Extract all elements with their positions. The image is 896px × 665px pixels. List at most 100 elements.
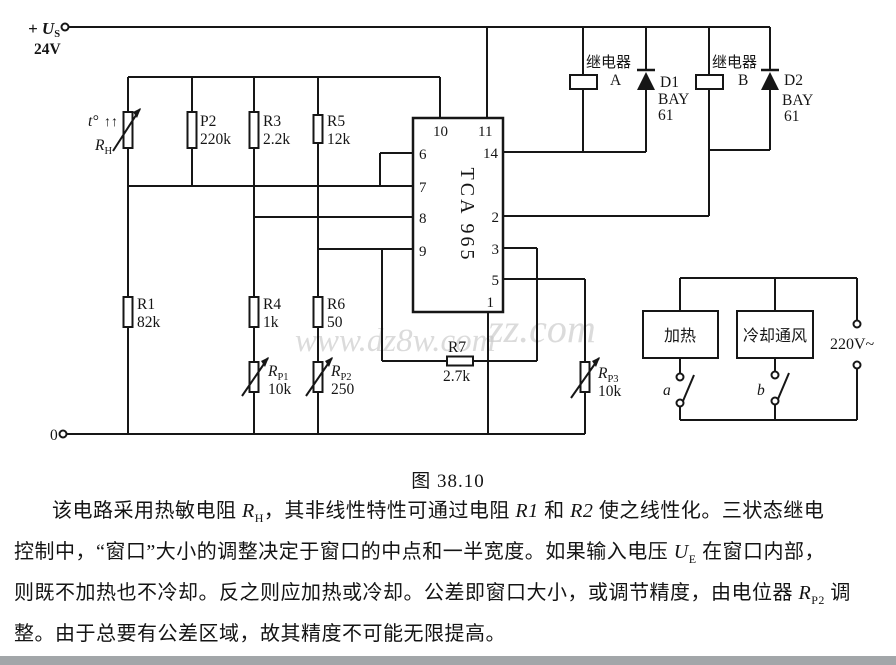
resistor-r7-body [446, 355, 474, 367]
heater-label: 加热 [664, 327, 696, 345]
diode-d1-symbol [637, 68, 655, 90]
pin9-label: 9 [419, 244, 427, 260]
switch-a-blade [682, 374, 695, 402]
r4-label: R4 [263, 296, 281, 313]
pin2-label: 2 [492, 210, 500, 226]
d2-type1: BAY [782, 92, 813, 109]
ic-pin-labels: 10 11 6 7 8 9 14 2 3 5 1 [419, 124, 499, 311]
mains-label: 220V~ [830, 336, 875, 353]
diode-d2-symbol [761, 68, 779, 90]
voltage-label: 24V [34, 41, 62, 58]
resistor-r4-body [248, 296, 260, 328]
resistor-p2-body [186, 111, 198, 149]
r3-label: R3 [263, 113, 281, 130]
us-terminal [60, 22, 70, 32]
pin14-label: 14 [483, 146, 499, 162]
rp2-value: 250 [331, 381, 355, 398]
description-paragraph: 该电路采用热敏电阻 RH，其非线性特性可通过电阻 R1 和 R2 使之线性化。三… [14, 494, 882, 651]
r4-value: 1k [263, 314, 279, 331]
r7-label: R7 [448, 339, 466, 356]
d2-type2: 61 [784, 108, 800, 125]
relay-a-id: A [610, 72, 622, 89]
d2-triangle [761, 72, 779, 90]
scan-edge-bar [0, 656, 896, 665]
ref-rail [128, 76, 441, 118]
zero-label: 0 [50, 427, 58, 444]
p2-label: P2 [200, 113, 216, 130]
d1-type2: 61 [658, 107, 674, 124]
paragraph-line-4: 整。由于总要有公差区域，故其精度不可能无限提高。 [14, 623, 506, 645]
watermark-text-2: zz.com [487, 306, 596, 351]
zero-terminal [58, 429, 68, 439]
cooler-label: 冷却通风 [743, 327, 807, 345]
relay-b-coil [695, 74, 724, 90]
rp2-arrowhead [325, 357, 333, 367]
rp3-value: 10k [598, 383, 622, 400]
switch-b-blade [777, 372, 790, 400]
rp3-label: RP3 [597, 365, 619, 385]
adjust-arrows [112, 108, 600, 399]
r6-value: 50 [327, 314, 343, 331]
relay-a-coil [569, 74, 598, 90]
pin6-jumper [379, 152, 413, 186]
relay-b-id: B [738, 72, 748, 89]
relay-b-label: 继电器 [712, 54, 757, 71]
heater-box [642, 310, 719, 359]
mains-top-rail [679, 277, 858, 320]
pin6-label: 6 [419, 147, 427, 163]
r3-value: 2.2k [263, 131, 290, 148]
figure-caption: 图 38.10 [411, 471, 485, 492]
paragraph-line-2: 控制中，“窗口”大小的调整决定于窗口的中点和一半宽度。如果输入电压 UE 在窗口… [14, 541, 826, 566]
r1-label: R1 [137, 296, 155, 313]
rp3-arrow [570, 357, 600, 399]
mains-terminal-bottom [852, 360, 862, 370]
cooler-box [736, 310, 814, 359]
d1-type1: BAY [658, 91, 689, 108]
mains-terminal-top [852, 319, 862, 329]
resistor-r5-body [312, 114, 324, 144]
pin8-label: 8 [419, 211, 427, 227]
switch-b-label: b [757, 382, 765, 399]
r5-value: 12k [327, 131, 351, 148]
rp3-arrowhead [592, 357, 600, 367]
r6-label: R6 [327, 296, 345, 313]
wires [66, 26, 858, 435]
d1-label: D1 [660, 74, 679, 91]
rh-label: RH [94, 137, 112, 157]
switch-a-contact-bottom [675, 398, 685, 408]
ic-name: TCA 965 [456, 168, 478, 263]
pin7-label: 7 [419, 180, 427, 196]
resistor-r1-body [122, 296, 134, 328]
pin5-label: 5 [492, 273, 500, 289]
ic-body [411, 116, 505, 314]
paragraph-line-3: 则既不加热也不冷却。反之则应加热或冷却。公差即窗口大小，或调节精度，由电位器 R… [14, 582, 851, 607]
mains-bottom-rail [680, 369, 858, 421]
thermistor-rh-body [122, 111, 134, 149]
pin1-label: 1 [487, 295, 495, 311]
temp-label: t° [88, 113, 99, 130]
switch-a-contact-top [675, 372, 685, 382]
p2-value: 220k [200, 131, 231, 148]
pin11-label: 11 [478, 124, 492, 140]
d1-triangle [637, 72, 655, 90]
rp2-label: RP2 [330, 363, 352, 383]
r7-value: 2.7k [443, 368, 470, 385]
relay-a-label: 继电器 [586, 54, 631, 71]
rp1-arrowhead [261, 357, 269, 367]
r5-label: R5 [327, 113, 345, 130]
thermistor-arrowhead [133, 108, 141, 118]
watermark-text: www.dz8w.com [295, 323, 495, 359]
paragraph-line-1: 该电路采用热敏电阻 RH，其非线性特性可通过电阻 R1 和 R2 使之线性化。三… [52, 500, 825, 525]
switch-b-contact-top [770, 370, 780, 380]
d2-label: D2 [784, 72, 803, 89]
resistor-r3-body [248, 111, 260, 149]
rp1-value: 10k [268, 381, 292, 398]
pin10-label: 10 [433, 124, 448, 140]
rp1-label: RP1 [267, 363, 289, 383]
circuit-diagram: www.dz8w.com zz.com [28, 19, 875, 444]
pin3-wire [503, 247, 538, 361]
resistor-r6-body [312, 296, 324, 328]
switch-b-contact-bottom [770, 396, 780, 406]
switch-a-label: a [663, 382, 671, 399]
